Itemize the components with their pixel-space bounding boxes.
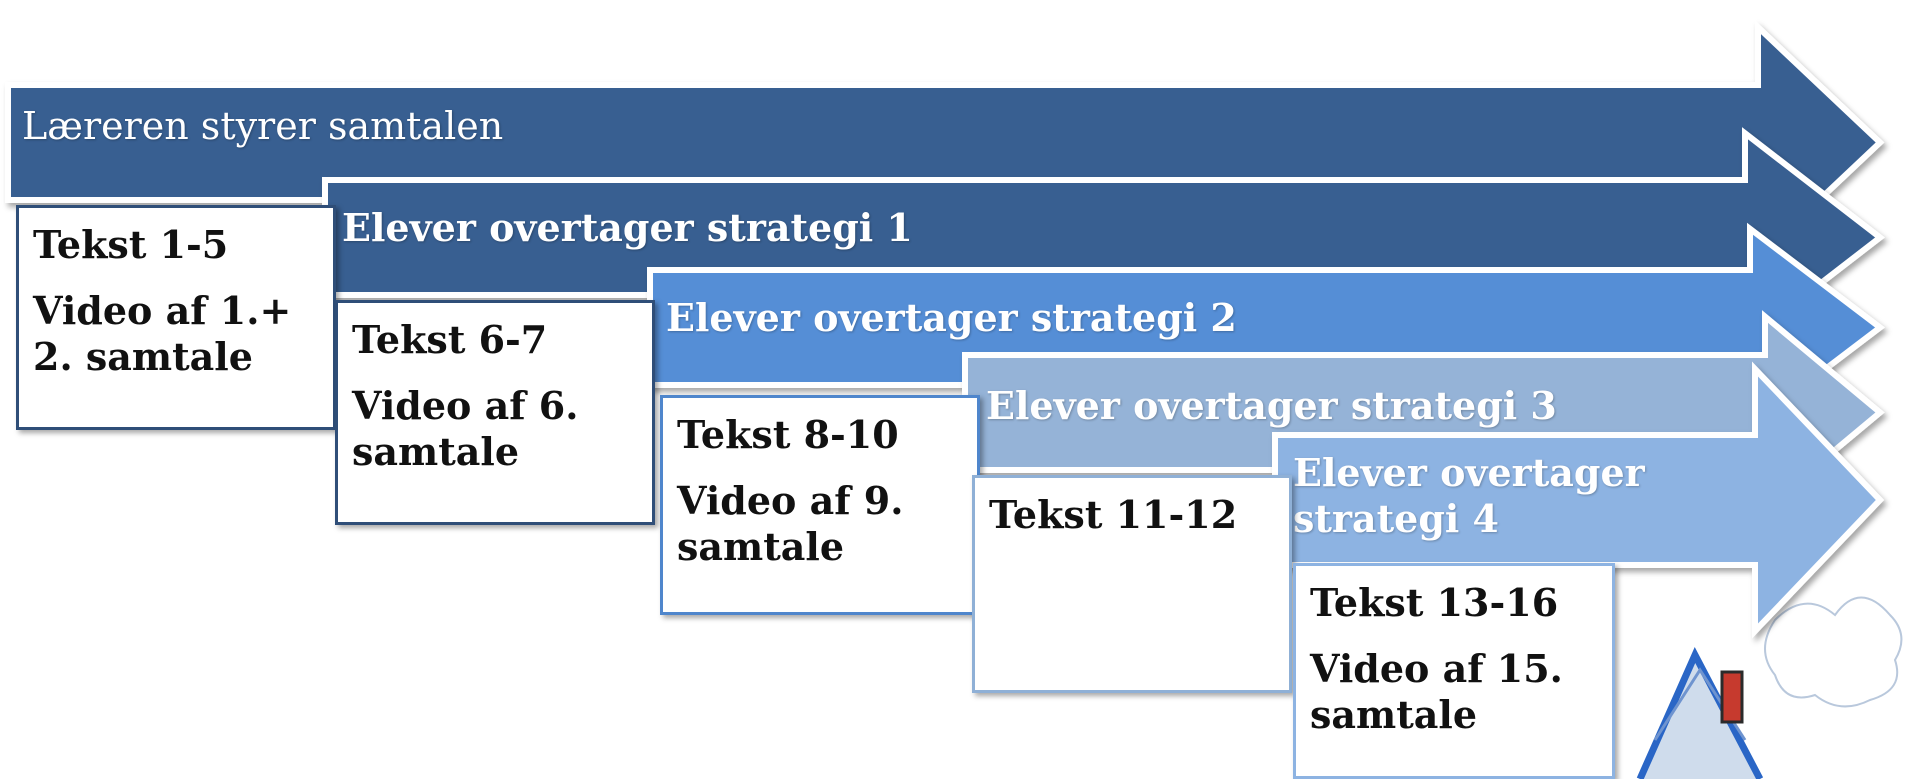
step-2-box: Tekst 6-7 Video af 6. samtale <box>335 300 655 525</box>
step-3-text: Tekst 8-10 <box>677 412 899 457</box>
step-4-title: Elever overtager strategi 3 <box>986 383 1557 428</box>
step-3-box: Tekst 8-10 Video af 9. samtale <box>660 395 980 615</box>
step-1-text: Tekst 1-5 <box>33 222 229 267</box>
step-2-video: Video af 6. samtale <box>352 383 579 474</box>
step-3-title: Elever overtager strategi 2 <box>666 295 1237 340</box>
step-2-text: Tekst 6-7 <box>352 317 548 362</box>
house-drawing-icon <box>1636 596 1903 779</box>
step-3-video: Video af 9. samtale <box>677 478 904 569</box>
step-1-video: Video af 1.+ 2. samtale <box>33 288 292 379</box>
step-5-box: Tekst 13-16 Video af 15. samtale <box>1293 563 1615 779</box>
step-5-video: Video af 15. samtale <box>1310 646 1563 737</box>
step-5-text: Tekst 13-16 <box>1310 580 1559 625</box>
step-5-title: Elever overtager strategi 4 <box>1293 450 1645 542</box>
step-1-title: Læreren styrer samtalen <box>22 104 504 148</box>
step-5-title-line2: strategi 4 <box>1293 496 1499 541</box>
step-2-title: Elever overtager strategi 1 <box>342 205 913 250</box>
step-4-text: Tekst 11-12 <box>989 492 1238 537</box>
step-4-box: Tekst 11-12 <box>972 475 1292 693</box>
step-1-box: Tekst 1-5 Video af 1.+ 2. samtale <box>16 205 336 430</box>
step-5-title-line1: Elever overtager <box>1293 450 1645 495</box>
